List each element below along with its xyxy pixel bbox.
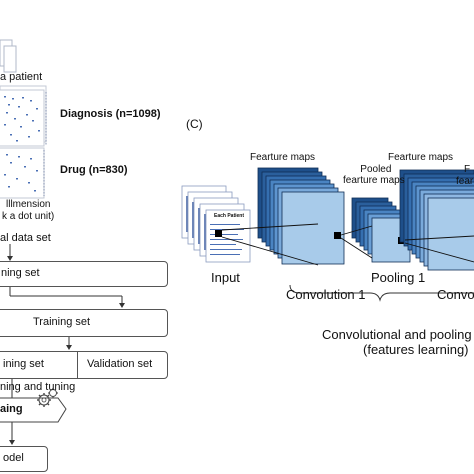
flow-box-training-set-2: Training set (0, 309, 168, 337)
projection-lines-conv1-pool1 (340, 225, 373, 259)
training-label: aing (0, 403, 23, 415)
flow-box-training-set-1: ning set (0, 261, 168, 287)
conv1-label: Convolution 1 (286, 287, 366, 302)
section-brace (289, 284, 474, 302)
pooled-feature-maps-label: Pooled fearture maps (343, 164, 405, 186)
input-kernel-window (215, 230, 222, 237)
training-shape (0, 397, 67, 423)
cut-label-1: F (464, 164, 471, 175)
flow-box-split: ining set Validation set (0, 351, 168, 379)
dimension-label-line2: k a dot unit) (2, 211, 55, 222)
section-label-line1: Convolutional and pooling l (322, 327, 474, 342)
projection-lines-pool1-conv2 (404, 235, 474, 263)
pool1-label: Pooling 1 (371, 270, 426, 285)
drug-matrix-card (0, 147, 45, 199)
flow-box-training-set-1-label: ning set (1, 267, 40, 279)
input-label: Input (211, 270, 240, 285)
dataset-label: al data set (0, 232, 51, 244)
conv1-feature-maps (257, 167, 345, 265)
tuning-label: ning and tuning (0, 381, 76, 393)
patient-records-stack (0, 39, 17, 73)
conv2-feature-maps (399, 169, 474, 271)
conv1-kernel-window (334, 232, 341, 239)
flow-arrowheads (7, 256, 125, 445)
patient-label: a patient (0, 71, 43, 83)
flow-box-training-set-2-label: Training set (33, 316, 91, 328)
pooled-label-line2: fearture maps (343, 175, 405, 186)
flow-box-split-left-label: ining set (3, 358, 44, 370)
drug-label: Drug (n=830) (60, 164, 128, 176)
projection-lines-input-conv1 (221, 223, 319, 266)
input-document-stack (181, 185, 251, 263)
diagnosis-matrix-card (0, 85, 47, 147)
each-patient-label: Each Patient (214, 213, 245, 219)
cut-label-2: fearu (456, 176, 474, 187)
conv2-label: Convo (437, 287, 474, 302)
gear-icon (37, 393, 51, 407)
feature-maps-label-1: Fearture maps (250, 152, 316, 163)
gear-icon (48, 388, 58, 398)
flow-box-split-divider (77, 352, 78, 378)
flow-box-split-right-label: Validation set (87, 358, 153, 370)
model-label: odel (3, 452, 24, 464)
section-label-line2: (features learning) (363, 342, 469, 357)
pooled-label-line1: Pooled (360, 164, 392, 175)
diagnosis-label: Diagnosis (n=1098) (60, 108, 161, 120)
dimension-label-line1: lllmension (6, 199, 51, 210)
feature-maps-label-2: Fearture maps (388, 152, 454, 163)
panel-letter: (C) (186, 117, 203, 131)
model-box: odel (0, 446, 48, 472)
